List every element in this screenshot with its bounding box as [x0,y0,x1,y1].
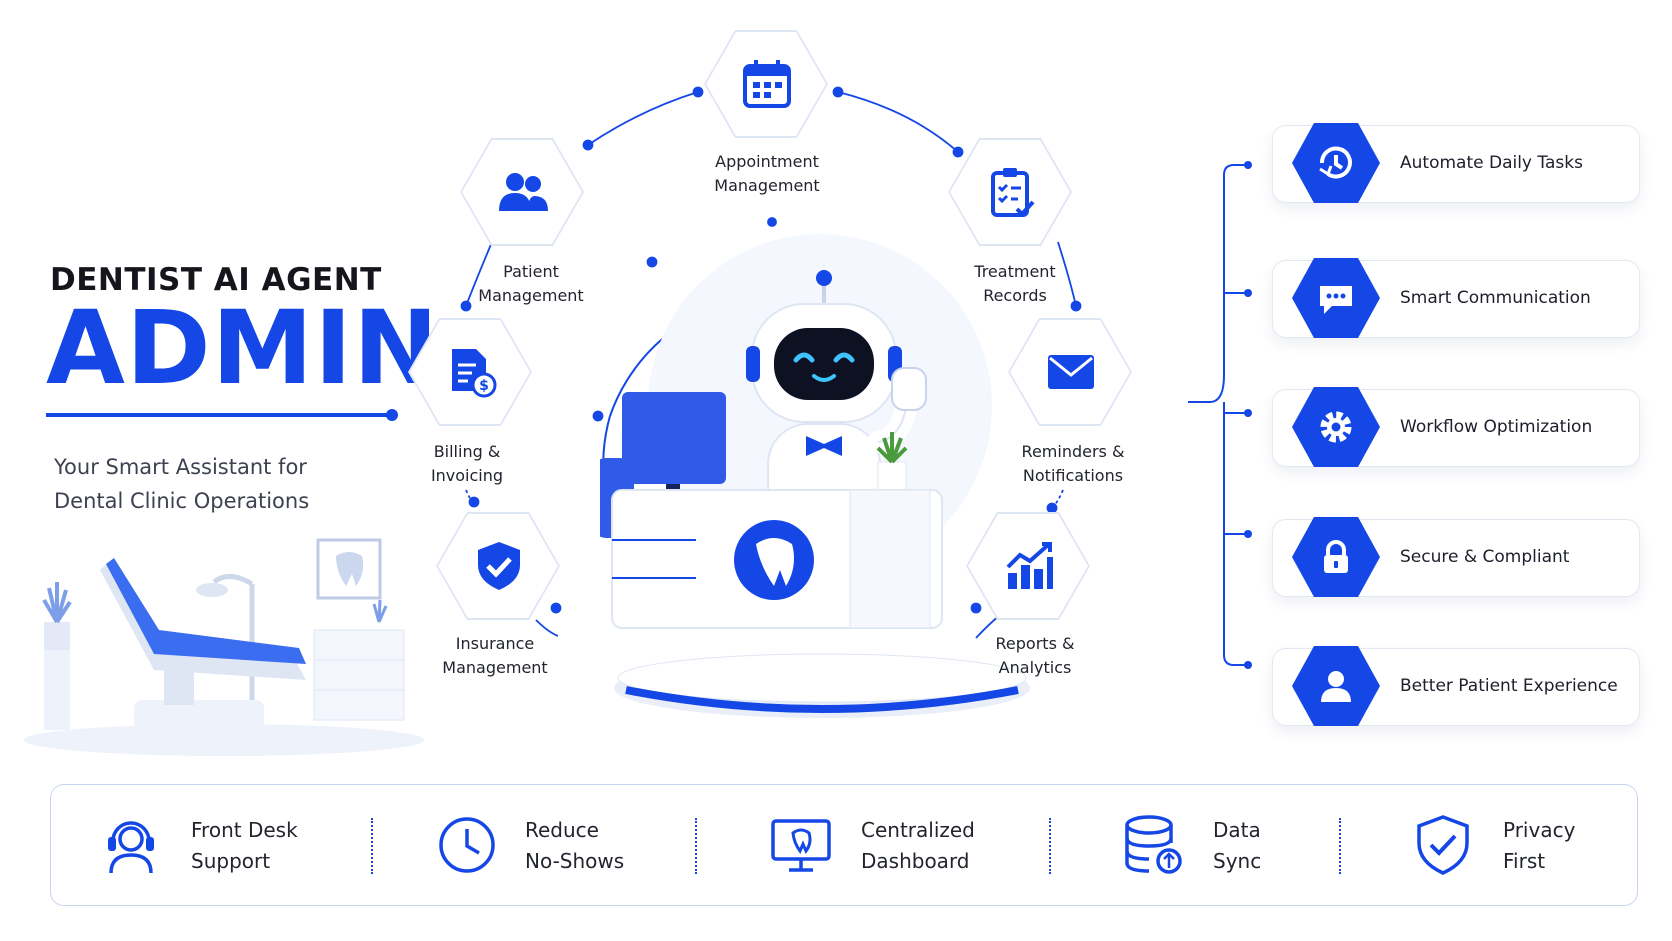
title-underline [46,409,398,421]
bar-chart-icon [1006,542,1053,589]
appointment-management-node[interactable] [704,30,828,138]
chat-bubble-icon [1320,286,1352,314]
subtitle-line-2: Dental Clinic Operations [54,489,310,513]
headset-agent-icon [108,821,154,874]
clock-cycle-icon [1319,146,1352,179]
page-title: ADMIN [46,289,440,408]
shield-check-icon [478,542,520,590]
subtitle-line-1: Your Smart Assistant for [54,455,307,479]
invoice-dollar-icon: $ [452,349,497,398]
bottom-separator [371,818,373,874]
benefit-label: Better Patient Experience [1400,676,1618,696]
dental-office-illustration [24,538,424,756]
reports-analytics-label: Reports &Analytics [995,634,1075,677]
shield-icon [1417,815,1469,875]
user-icon [1321,671,1351,702]
benefit-label: Secure & Compliant [1400,547,1570,567]
users-icon [499,173,548,211]
bottom-separator [1049,818,1051,874]
bottom-separator [695,818,697,874]
billing-invoicing-label: Billing &Invoicing [430,442,504,485]
calendar-icon [743,60,791,108]
monitor-icon [771,819,831,872]
bottom-separator [1339,818,1341,874]
robot-receptionist-illustration [600,234,1030,718]
page-kicker: DENTIST AI AGENT [50,262,382,298]
gear-icon [1320,411,1352,443]
clipboard-check-icon [991,168,1035,217]
benefit-label: Automate Daily Tasks [1400,153,1583,173]
benefits-bracket [1188,161,1252,669]
reminders-notifications-label: Reminders &Notifications [1021,442,1125,485]
lock-icon [1324,540,1348,573]
clock-icon [439,817,495,873]
benefit-label: Workflow Optimization [1400,417,1593,437]
page-subtitle: Your Smart Assistant for Dental Clinic O… [54,450,384,518]
envelope-icon [1048,355,1094,389]
benefit-label: Smart Communication [1400,288,1591,308]
database-sync-icon [1125,815,1182,874]
svg-text:$: $ [479,378,489,394]
